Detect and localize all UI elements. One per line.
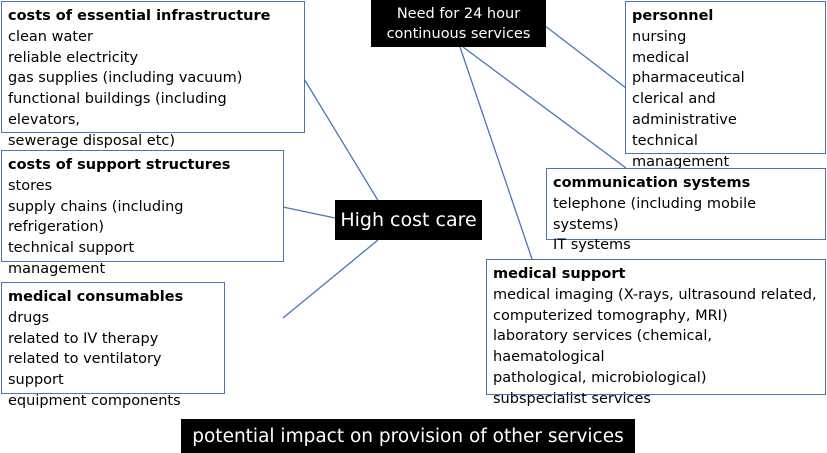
high-cost-care-label: High cost care [335, 200, 482, 240]
list-item: related to IV therapy [8, 330, 159, 347]
communication-title: communication systems [553, 175, 751, 191]
list-item: nursing [632, 28, 687, 45]
connector-communication [462, 46, 627, 169]
list-item: clerical and administrative [632, 91, 737, 128]
connector-infrastructure [294, 63, 383, 208]
list-item: pharmaceutical [632, 70, 745, 87]
connector-personnel [539, 21, 627, 89]
potential-impact-label: potential impact on provision of other s… [181, 419, 635, 453]
continuous-services-line2: continuous services [386, 25, 531, 42]
list-item: gas supplies (including vacuum) [8, 70, 243, 87]
medical-support-box: medical support medical imaging (X-rays,… [486, 259, 826, 407]
consumables-box: medical consumables drugs related to IV … [1, 282, 225, 409]
list-item: functional buildings (including elevator… [8, 91, 227, 128]
personnel-box: personnel nursing medical pharmaceutical… [625, 1, 826, 170]
infrastructure-title: costs of essential infrastructure [8, 8, 271, 24]
support-structures-box: costs of support structures stores suppl… [1, 150, 284, 277]
list-item: management [8, 260, 106, 277]
list-item: laboratory services (chemical, haematolo… [493, 328, 713, 366]
continuous-services-line1: Need for 24 hour [396, 5, 521, 22]
continuous-services-label: Need for 24 hour continuous services [371, 0, 546, 47]
connector-medical-support [459, 46, 533, 260]
list-item: clean water [8, 28, 93, 45]
connector-support [282, 206, 336, 219]
consumables-title: medical consumables [8, 289, 184, 305]
list-item: medical imaging (X-rays, ultrasound rela… [493, 286, 817, 303]
list-item: related to ventilatory support [8, 351, 162, 389]
list-item: drugs [8, 309, 50, 326]
personnel-title: personnel [632, 8, 714, 24]
support-structures-title: costs of support structures [8, 157, 231, 173]
list-item: technical [632, 132, 698, 149]
list-item: pathological, microbiological) [493, 369, 707, 386]
communication-box: communication systems telephone (includi… [546, 168, 826, 253]
list-item: sewerage disposal etc) [8, 132, 176, 149]
connector-consumables [282, 239, 379, 319]
list-item: supply chains (including refrigeration) [8, 198, 184, 236]
list-item: computerized tomography, MRI) [493, 307, 728, 324]
infrastructure-box: costs of essential infrastructure clean … [1, 1, 305, 149]
list-item: reliable electricity [8, 49, 139, 66]
list-item: medical [632, 49, 690, 66]
medical-support-title: medical support [493, 266, 626, 282]
list-item: subspecialist services [493, 390, 651, 407]
list-item: IT systems [553, 237, 631, 254]
list-item: technical support [8, 240, 135, 257]
list-item: equipment components [8, 392, 181, 409]
list-item: telephone (including mobile systems) [553, 195, 757, 233]
list-item: stores [8, 177, 53, 194]
list-item: management [632, 153, 730, 170]
